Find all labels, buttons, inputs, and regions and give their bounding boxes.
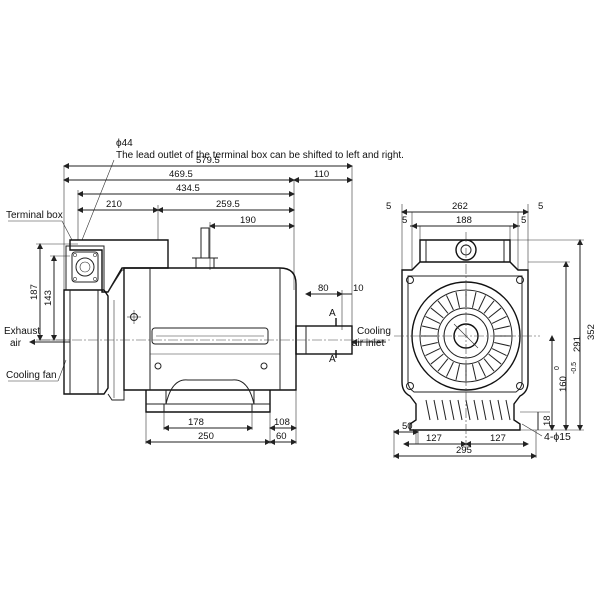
- dim-60: 60: [276, 431, 287, 442]
- dim-127-left: 127: [426, 433, 442, 444]
- front-terminal-box: [419, 239, 511, 262]
- dim-190: 190: [240, 215, 256, 226]
- dim-160-tol-upper: 0: [554, 366, 561, 370]
- terminal-box: [69, 239, 169, 293]
- dim-434: 434.5: [176, 183, 200, 194]
- label-cooling-fan: Cooling fan: [6, 370, 57, 381]
- dim-110: 110: [314, 169, 329, 180]
- fan-housing: [63, 289, 109, 395]
- dim-250: 250: [198, 431, 214, 442]
- dim-178: 178: [188, 417, 204, 428]
- dim-210: 210: [106, 199, 122, 210]
- grill-spoke: [488, 307, 502, 319]
- dim-352: 352: [586, 324, 597, 340]
- grill-spoke: [491, 348, 507, 356]
- dim-262: 262: [452, 201, 468, 212]
- side-view-motor: [40, 227, 392, 413]
- grill-spoke: [455, 292, 461, 308]
- grill-spoke: [471, 364, 477, 380]
- cooling-fin: [497, 399, 503, 421]
- cooling-fin: [505, 399, 511, 421]
- note-text: The lead outlet of the terminal box can …: [116, 150, 404, 161]
- cooling-fin: [481, 399, 487, 421]
- cooling-fin: [425, 399, 431, 421]
- grill-spoke: [425, 316, 441, 324]
- mounting-holes: 4-ϕ15: [544, 431, 571, 443]
- dim-143: 143: [43, 290, 54, 306]
- grill-spoke: [422, 325, 438, 331]
- section-a-bottom: A: [329, 354, 336, 365]
- dim-80: 80: [318, 283, 329, 294]
- cooling-fin: [433, 399, 439, 421]
- grill-spoke: [437, 300, 449, 314]
- grill-spoke: [437, 358, 449, 372]
- grill-spoke: [488, 353, 502, 365]
- dim-291: 291: [572, 336, 583, 352]
- note-leader: [81, 159, 115, 241]
- cooling-fin: [465, 399, 471, 421]
- front-view-right-dimensions: 352 291 160 0 -0.5 18: [510, 239, 597, 431]
- cooling-fin: [457, 399, 463, 421]
- cooling-fin: [473, 399, 479, 421]
- side-view-top-dimensions: 579.5 469.5 110 434.5 210 259.5 190 80 1…: [63, 155, 364, 330]
- cooling-fin: [441, 399, 447, 421]
- nameplate: [151, 327, 269, 345]
- side-view-labels: Terminal box Exhaust air Cooling fan Coo…: [4, 210, 391, 382]
- dim-469: 469.5: [169, 169, 193, 180]
- grill-spoke: [446, 361, 454, 377]
- grill-spoke: [425, 348, 441, 356]
- label-terminal-box: Terminal box: [6, 210, 63, 221]
- dim-187: 187: [29, 284, 40, 300]
- lead-outlet-icon: [75, 257, 95, 277]
- dim-127-right: 127: [490, 433, 506, 444]
- dim-10: 10: [353, 283, 364, 294]
- dim-5-right-2: 5: [521, 215, 526, 226]
- dim-5-left: 5: [386, 201, 391, 212]
- front-view-bottom-dimensions: 50 127 127 295 4-ϕ15: [393, 421, 571, 459]
- mounting-feet: [145, 390, 271, 413]
- label-cooling-2: air inlet: [352, 338, 384, 349]
- grill-spoke: [483, 358, 495, 372]
- terminal-box-note: ϕ44 The lead outlet of the terminal box …: [81, 138, 404, 241]
- grill-spoke: [494, 325, 510, 331]
- dim-5-left-2: 5: [402, 215, 407, 226]
- note-diameter: ϕ44: [116, 138, 133, 149]
- front-frame: [401, 261, 529, 431]
- label-cooling-1: Cooling: [357, 326, 391, 337]
- dim-579: 579.5: [196, 155, 220, 166]
- dim-295: 295: [456, 445, 472, 456]
- dim-18: 18: [542, 415, 553, 426]
- front-view-motor: [394, 232, 540, 452]
- dim-259: 259.5: [216, 199, 240, 210]
- dim-160: 160: [558, 376, 569, 392]
- fan-grill-spokes: [421, 291, 511, 381]
- grill-spoke: [455, 364, 461, 380]
- grill-spoke: [430, 307, 444, 319]
- grill-spoke: [478, 295, 486, 311]
- label-exhaust-2: air: [10, 338, 22, 349]
- label-exhaust-1: Exhaust: [4, 326, 40, 337]
- cooling-fin: [489, 399, 495, 421]
- dim-108: 108: [274, 417, 290, 428]
- grill-spoke: [430, 353, 444, 365]
- section-a-top: A: [329, 308, 336, 319]
- dim-188: 188: [456, 215, 472, 226]
- grill-spoke: [446, 295, 454, 311]
- lifting-eye-bolt: [200, 227, 210, 259]
- cooling-fin: [449, 399, 455, 421]
- side-view-bottom-dimensions: 178 108 250 60: [145, 390, 297, 445]
- grill-spoke: [471, 292, 477, 308]
- grill-spoke: [478, 361, 486, 377]
- dim-160-tol-lower: -0.5: [571, 362, 578, 374]
- cooling-fins: [425, 399, 511, 421]
- grill-spoke: [491, 316, 507, 324]
- grill-spoke: [483, 300, 495, 314]
- dim-5-right: 5: [538, 201, 543, 212]
- grill-spoke: [494, 341, 510, 347]
- dim-50: 50: [402, 421, 413, 432]
- grill-spoke: [422, 341, 438, 347]
